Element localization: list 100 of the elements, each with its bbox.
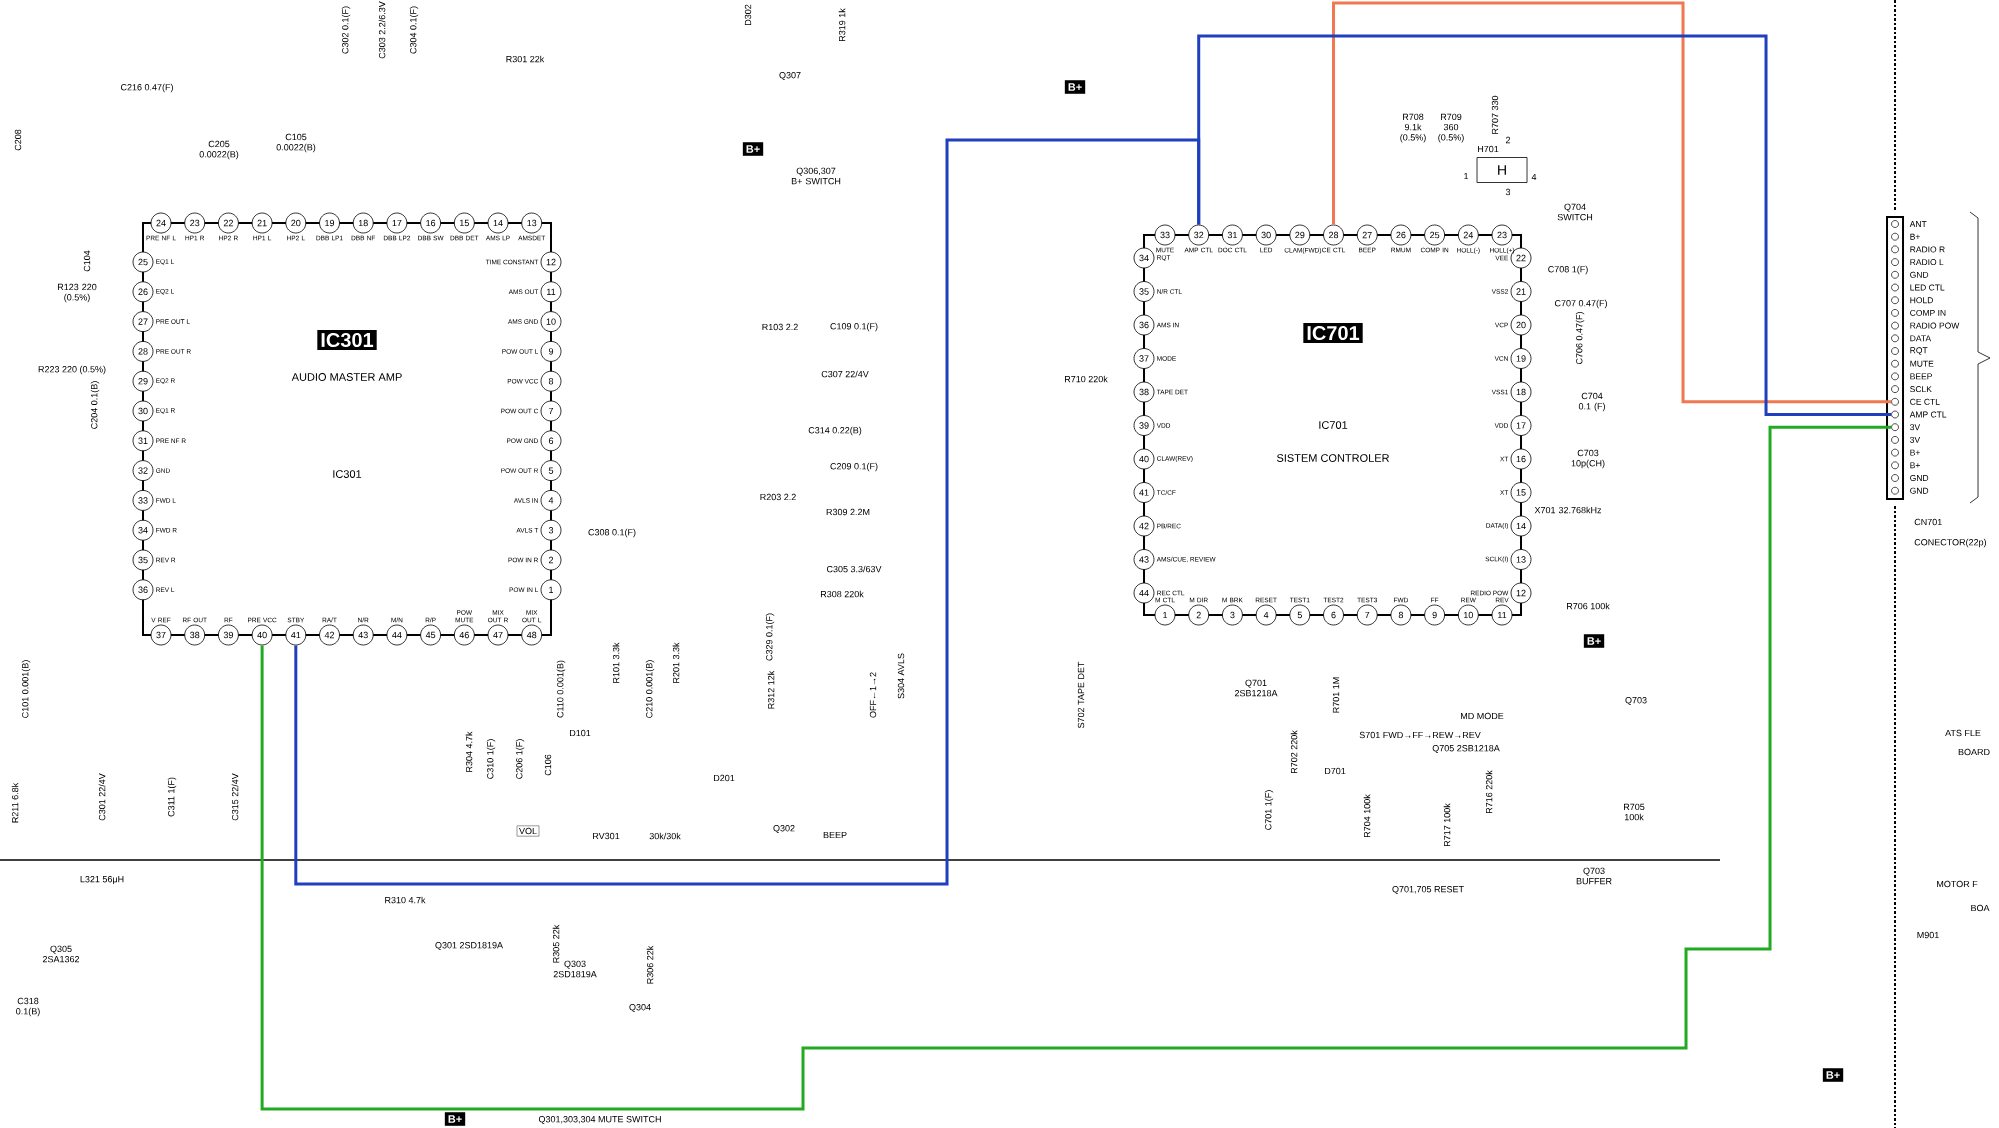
node-label: CONECTOR(22p)	[1914, 538, 1987, 548]
component-label: C708 1(F)	[1548, 265, 1588, 275]
component-label: R707 330	[1491, 95, 1499, 134]
component-label: C707 0.47(F)	[1554, 299, 1607, 309]
component-label: R706 100k	[1567, 602, 1610, 610]
pin-label: RQT	[1910, 347, 1928, 355]
wire	[260, 425, 1892, 1111]
pin-number: 16	[1510, 448, 1532, 470]
component-label: R308 220k	[821, 590, 864, 598]
pin-label: HOLD	[1910, 297, 1933, 304]
pin-number: 11	[1491, 604, 1513, 626]
wire	[1332, 1, 1892, 404]
pin-number: 44	[386, 624, 408, 646]
pin-label: RADIO POW	[1910, 322, 1960, 329]
pin-number: 43	[352, 624, 374, 646]
component-label: R304 4.7k	[465, 731, 473, 772]
component-label: C304 0.1(F)	[409, 6, 419, 54]
component-label: C329 0.1(F)	[765, 613, 775, 661]
pin-number: 13	[1510, 549, 1532, 570]
pin-label: COMP IN	[1910, 309, 1946, 316]
pin-number: 1	[1464, 172, 1469, 180]
pin-number: 4	[1531, 173, 1537, 181]
component-label: R103 2.2	[762, 323, 798, 331]
pin-number: 18	[352, 212, 374, 234]
pin-number: 28	[1323, 224, 1344, 246]
pin-number: 26	[1390, 224, 1412, 246]
pin-label: 3V	[1910, 436, 1921, 443]
component-label: R309 2.2M	[826, 508, 870, 516]
pin-number: 23	[184, 212, 206, 234]
pin-number: 39	[1133, 415, 1155, 436]
component-label: R123 220 (0.5%)	[58, 283, 97, 303]
component-label: C701 1(F)	[1264, 790, 1274, 830]
component-label: R701 1M	[1332, 677, 1340, 713]
pin-number: 10	[540, 311, 562, 332]
pin-number: 1	[1154, 604, 1176, 626]
component-label: L321 56μH	[80, 876, 124, 884]
component-label: BOARD	[1958, 748, 1990, 756]
boxed-label: VOL	[516, 825, 540, 837]
pin-number: 9	[540, 341, 562, 362]
component-label: D201	[714, 774, 735, 782]
pin-label: B+	[1910, 233, 1920, 240]
pin-number: 18	[1510, 381, 1532, 403]
component-label: RV301	[593, 832, 620, 840]
pin-label: GND	[1910, 271, 1929, 278]
pin-label: GND	[1910, 475, 1929, 481]
pin-number: 17	[386, 212, 408, 234]
component-label: C110 0.001(B)	[556, 660, 566, 718]
component-label: Q704 SWITCH	[1557, 203, 1593, 221]
component-label: Q301 2SD1819A	[435, 942, 503, 950]
pin-number: 2	[1188, 604, 1210, 626]
pin-number: 34	[132, 519, 154, 541]
component-label: C704 0.1 (F)	[1578, 392, 1605, 412]
pin-number: 31	[132, 430, 154, 452]
component-label: S702 TAPE DET	[1077, 661, 1085, 729]
pin-number: 36	[1133, 314, 1155, 336]
component-label: R211 6.8k	[11, 782, 19, 823]
pin-number: 19	[319, 212, 340, 234]
pin-number: 24	[150, 212, 172, 234]
component-label: R223 220 (0.5%)	[38, 365, 106, 375]
pin-number: 21	[251, 212, 273, 234]
pin-number: 7	[540, 400, 562, 422]
pin-number: 5	[1289, 604, 1311, 626]
pin-number: 40	[251, 624, 273, 646]
pin-number: 33	[132, 490, 154, 511]
component-label: Q302	[773, 825, 795, 833]
pin-label: ANT	[1909, 221, 1927, 227]
component-label: C305 3.3/63V	[826, 565, 882, 573]
power-tag: B+	[1064, 80, 1086, 94]
pin-number: 14	[1510, 515, 1532, 537]
pin-number: 10	[1457, 604, 1479, 626]
component-label: 30k/30k	[649, 832, 681, 840]
pin-number: 38	[1133, 381, 1155, 403]
pin-number: 12	[540, 251, 562, 273]
power-tag: B+	[444, 1112, 466, 1126]
component-label: C109 0.1(F)	[830, 322, 878, 332]
pin-number: 23	[1491, 224, 1513, 246]
component-label: R201 3.3k	[672, 642, 680, 683]
pin-number: 38	[184, 624, 206, 646]
component-label: C106	[544, 754, 552, 776]
component-label: C208	[14, 129, 22, 151]
pin-number: 20	[285, 212, 307, 234]
pin-number: 2	[540, 549, 562, 571]
component-label: Q304	[629, 1004, 651, 1012]
pin-number: 16	[420, 212, 441, 234]
pin-label: B+	[1910, 462, 1920, 469]
component-label: C307 22/4V	[821, 370, 869, 378]
pin-label: SCLK	[1910, 386, 1932, 393]
pin-number: 44	[1133, 582, 1155, 604]
component-label: R709 360 (0.5%)	[1438, 113, 1464, 143]
pin-number: 30	[132, 400, 154, 422]
pin-number: 15	[453, 212, 475, 234]
pin-number: 37	[150, 624, 172, 646]
component-label: C209 0.1(F)	[830, 462, 878, 472]
component-label: D101	[570, 729, 591, 737]
component-label: C206 1(F)	[515, 739, 525, 779]
pin-number: 37	[1133, 348, 1155, 369]
component-label: R301 22k	[506, 55, 545, 63]
component-label: R708 9.1k (0.5%)	[1400, 113, 1426, 143]
component-label: Q703 BUFFER	[1576, 867, 1612, 885]
pin-number: 3	[540, 519, 562, 541]
